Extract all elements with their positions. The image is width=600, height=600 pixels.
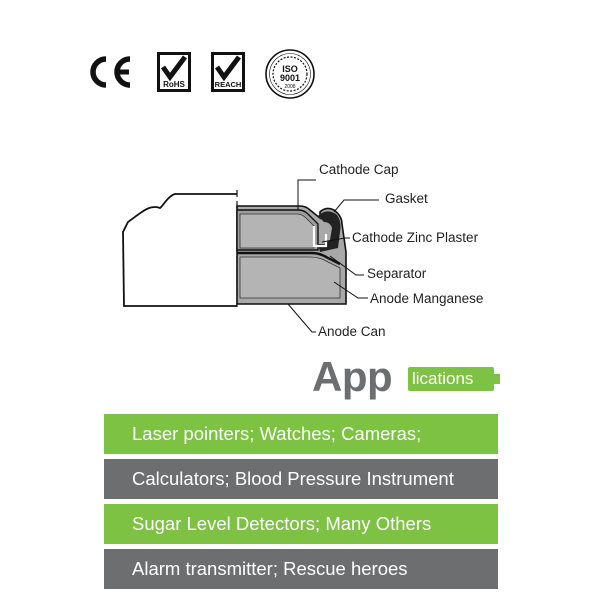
label-cathode-cap: Cathode Cap (319, 162, 399, 177)
anode-manganese-shape (239, 256, 341, 299)
applications-heading-tag: lications (408, 367, 500, 391)
iso-number: 9001 (280, 73, 300, 83)
battery-outline (122, 193, 237, 307)
iso-label: ISO (282, 64, 298, 74)
label-anode-manganese: Anode Manganese (370, 291, 483, 306)
application-item: Calculators; Blood Pressure Instrument (104, 459, 498, 499)
label-gasket: Gasket (385, 191, 428, 206)
label-cathode-zinc-plaster: Cathode Zinc Plaster (352, 230, 479, 245)
applications-heading: App lications (312, 352, 512, 402)
separator-shape (237, 251, 341, 266)
leader-lines (287, 179, 379, 333)
gasket-shape (318, 211, 341, 252)
ce-mark (86, 54, 136, 95)
zinc-plaster-shape (239, 213, 315, 249)
label-anode-can: Anode Can (318, 324, 386, 339)
battery-tag-shape (408, 367, 500, 391)
application-item: Sugar Level Detectors; Many Others (104, 504, 498, 544)
reach-label: REACH (215, 80, 242, 89)
applications-heading-big: App (312, 353, 393, 400)
applications-heading-tag-text: lications (412, 369, 474, 388)
application-item: Alarm transmitter; Rescue heroes (104, 549, 498, 589)
rohs-label: RoHS (163, 80, 185, 89)
reach-mark: REACH (211, 52, 245, 97)
label-separator: Separator (367, 266, 427, 281)
battery-cross-section-diagram: Cathode Cap Gasket Cathode Zinc Plaster … (0, 150, 600, 350)
certification-row: RoHS REACH ISO 9001 2008 (0, 0, 600, 120)
iso-9001-seal: ISO 9001 2008 (264, 48, 316, 105)
cap-hook (312, 226, 328, 248)
rohs-mark: RoHS (157, 52, 191, 97)
applications-list: Laser pointers; Watches; Cameras; Calcul… (104, 414, 498, 594)
iso-year: 2008 (284, 84, 295, 90)
application-item: Laser pointers; Watches; Cameras; (104, 414, 498, 454)
